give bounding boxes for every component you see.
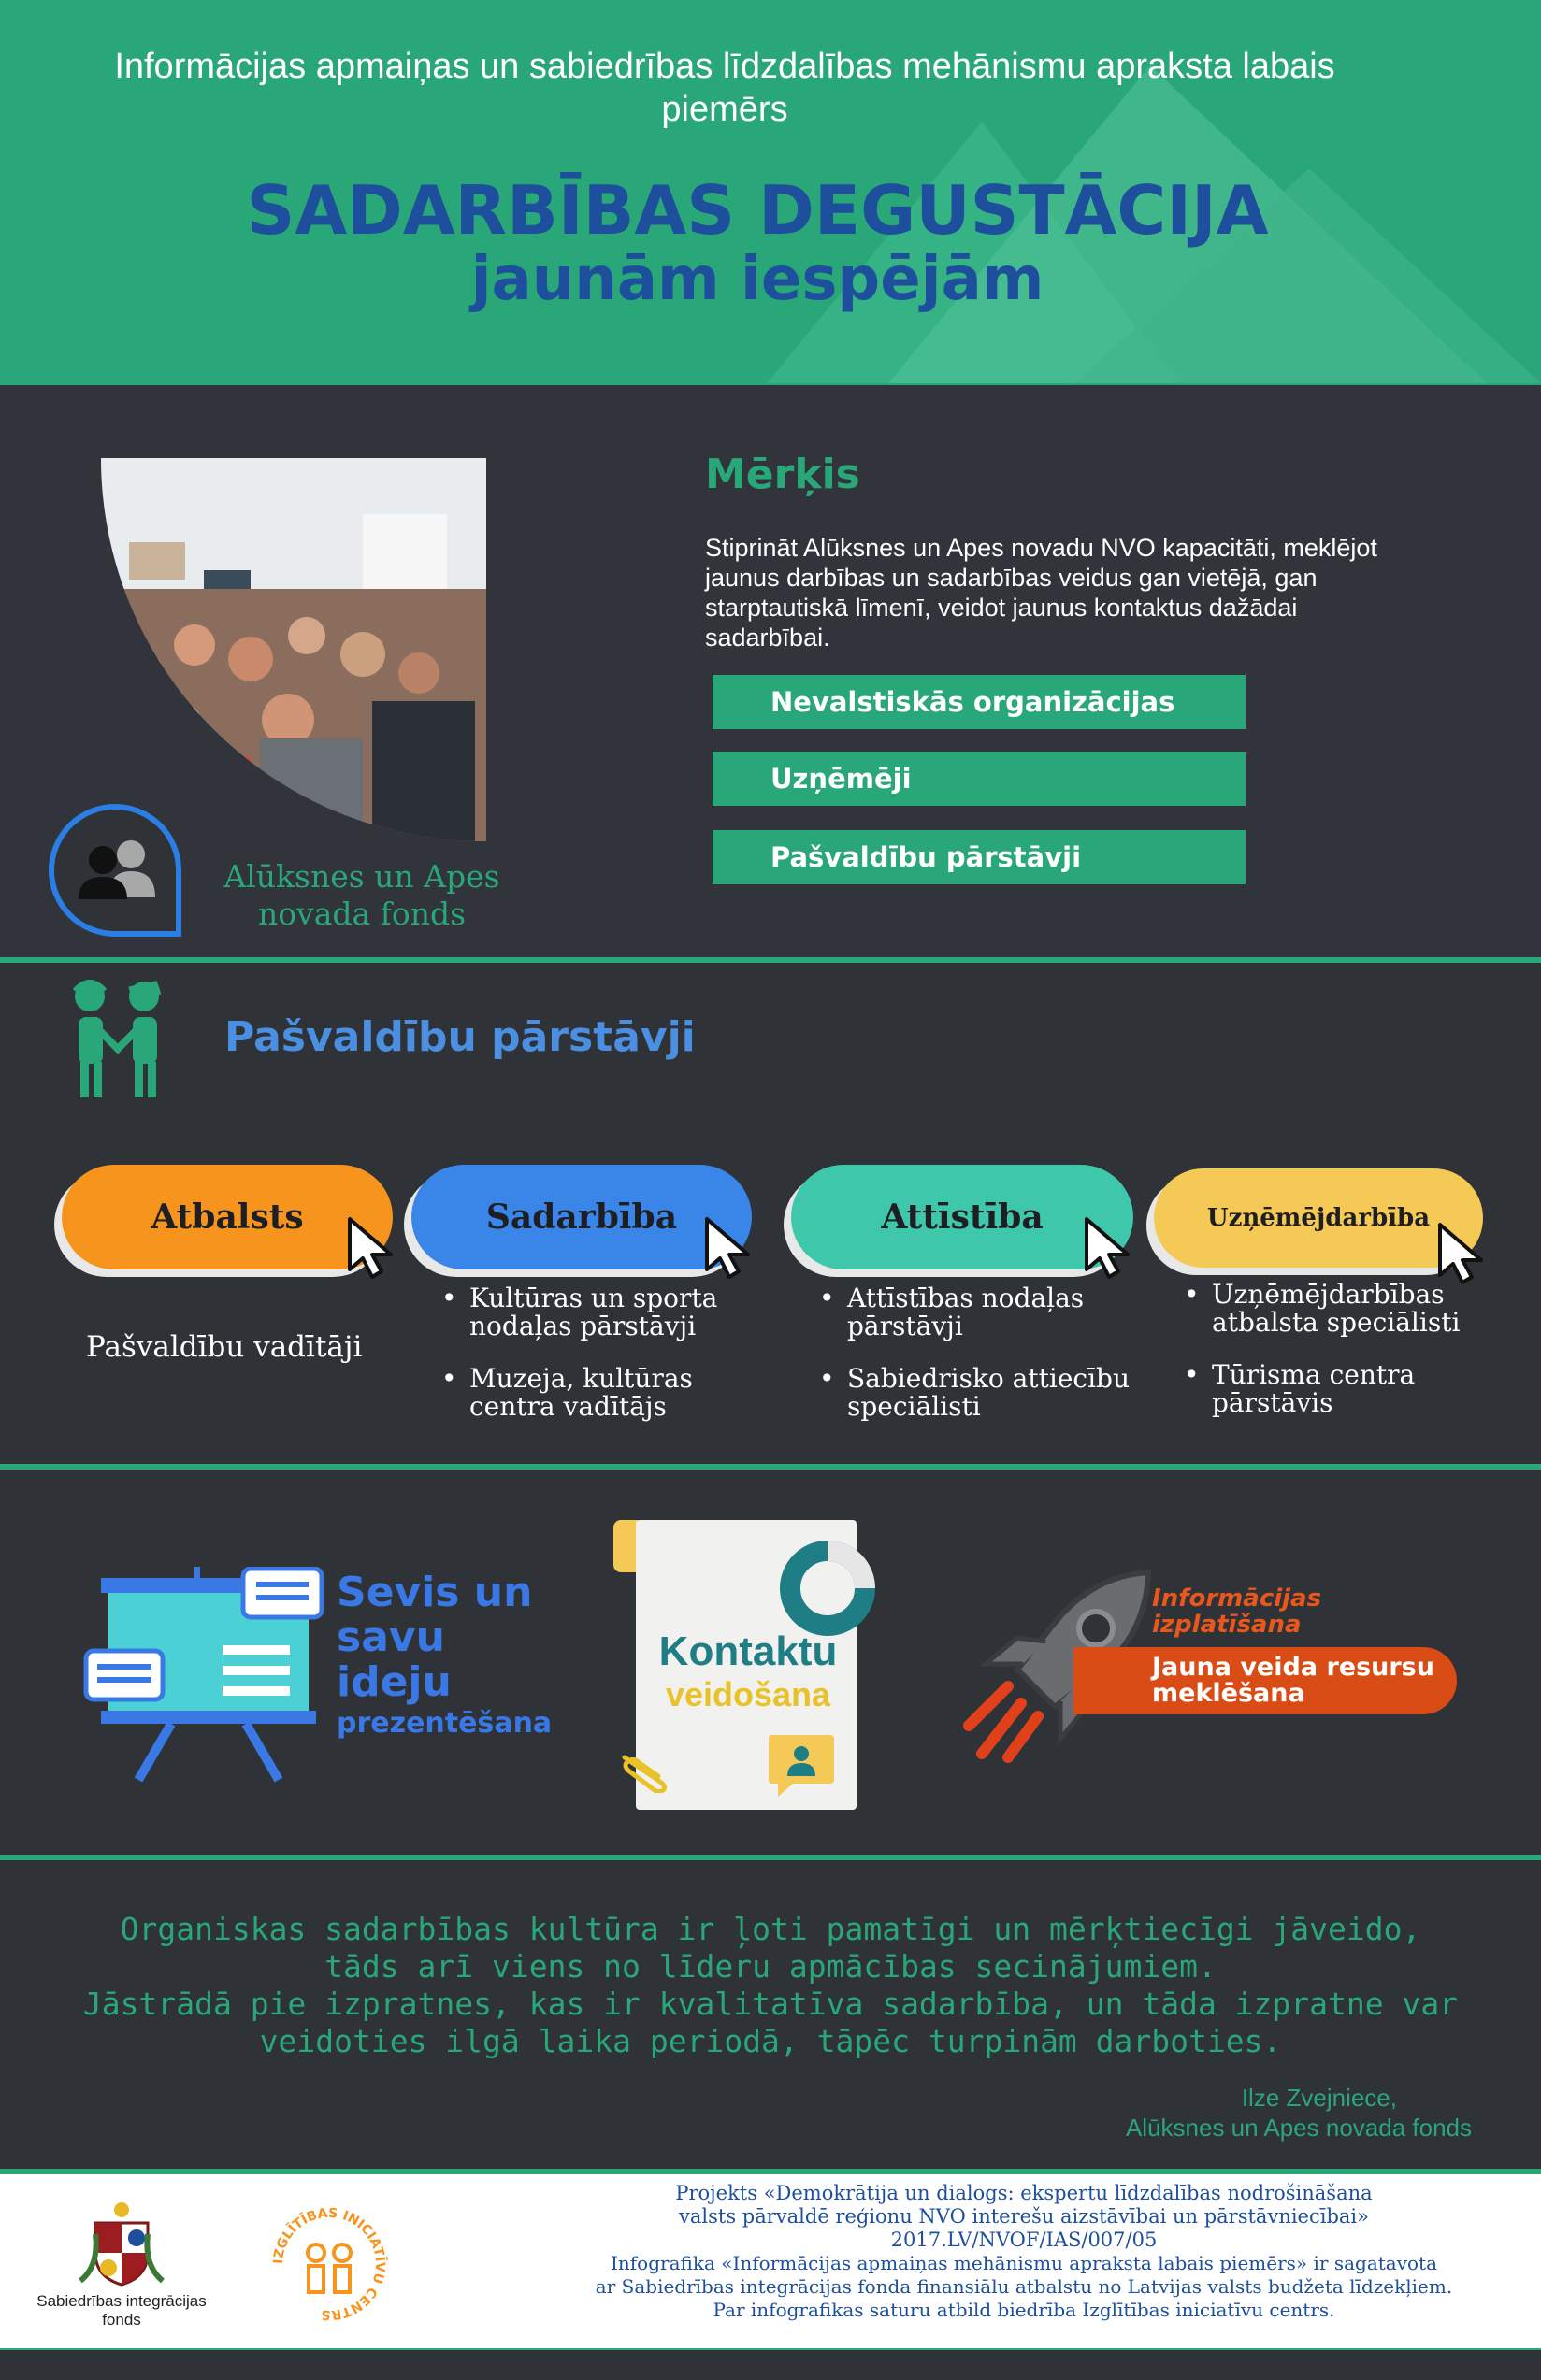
footer <box>0 2174 1541 2350</box>
pill-label: Attīstība <box>881 1197 1044 1237</box>
info-dissemination-title: Informācijas izplatīšana <box>1152 1584 1322 1639</box>
pill-atbalsts: Atbalsts <box>62 1165 393 1269</box>
cursor-icon <box>1438 1223 1483 1284</box>
latvia-coat-of-arms-icon <box>79 2202 165 2287</box>
document-fold <box>613 1520 638 1572</box>
pill-label: Sadarbība <box>485 1197 678 1237</box>
presentation-board-icon <box>83 1567 324 1783</box>
quote-line: tāds arī viens no līderu apmācības secin… <box>324 1948 1217 1985</box>
target-group-municipal: Pašvaldību pārstāvji <box>713 830 1246 884</box>
footer-project-text: Projekts «Demokrātija un dialogs: eksper… <box>542 2182 1505 2322</box>
list-item: Sabiedrisko attiecību speciālisti <box>819 1365 1137 1421</box>
header-banner: Informācijas apmaiņas un sabiedrības līd… <box>0 0 1541 383</box>
footer-line: valsts pārvaldē reģionu NVO interešu aiz… <box>679 2205 1369 2228</box>
people-icon <box>79 840 155 899</box>
municipal-section-title: Pašvaldību pārstāvji <box>224 1013 696 1061</box>
col2-list: Kultūras un sporta nodaļas pārstāvji Muz… <box>441 1284 778 1445</box>
iic-logo-icon: IZGLĪTĪBAS INICIATĪVU CENTRS <box>271 2206 389 2322</box>
presentation-line: savu <box>337 1613 445 1661</box>
resource-search-bar: Jauna veida resursu meklēšana <box>1073 1647 1457 1714</box>
quote-line: Jāstrādā pie izpratnes, kas ir kvalitatī… <box>82 1986 1459 2022</box>
target-group-ngo: Nevalstiskās organizācijas <box>713 675 1246 729</box>
pill-label: Uzņēmējdarbība <box>1206 1204 1431 1232</box>
list-item: Uzņēmējdarbības atbalsta speciālisti <box>1184 1281 1520 1337</box>
contacts-title: Kontaktu <box>658 1628 838 1674</box>
quote-author: Ilze Zvejniece, Alūksnes un Apes novada … <box>1029 2083 1472 2143</box>
donut-chart-icon <box>780 1541 875 1636</box>
main-title-line2: jaunām iespējām <box>470 245 1044 314</box>
presentation-line: ideju <box>337 1658 452 1706</box>
quote-line: veidoties ilgā laika periodā, tāpēc turp… <box>259 2023 1282 2059</box>
cursor-icon <box>1085 1217 1130 1279</box>
header-subtitle: Informācijas apmaiņas un sabiedrības līd… <box>114 47 1335 129</box>
list-item: Tūrisma centra pārstāvis <box>1184 1361 1520 1417</box>
svg-text:IZGLĪTĪBAS INICIATĪVU CENTRS: IZGLĪTĪBAS INICIATĪVU CENTRS <box>271 2206 389 2322</box>
iic-logo-text: IZGLĪTĪBAS INICIATĪVU CENTRS <box>271 2206 389 2322</box>
divider <box>0 2169 1541 2174</box>
list-item: Kultūras un sporta nodaļas pārstāvji <box>441 1284 778 1341</box>
col4-list: Uzņēmējdarbības atbalsta speciālisti Tūr… <box>1184 1281 1520 1441</box>
col3-list: Attīstības nodaļas pārstāvji Sabiedrisko… <box>819 1284 1137 1445</box>
author-name: Ilze Zvejniece, <box>1241 2084 1397 2112</box>
handshake-people-icon <box>72 980 162 1097</box>
goal-title: Mērķis <box>705 451 860 498</box>
footer-line: Infografika «Informācijas apmaiņas mehān… <box>610 2252 1437 2274</box>
presentation-line: Sevis un <box>337 1569 533 1616</box>
footer-line: Projekts «Demokrātija un dialogs: eksper… <box>675 2182 1373 2204</box>
quote-line: Organiskas sadarbības kultūra ir ļoti pa… <box>120 1911 1421 1947</box>
footer-line: 2017.LV/NVOF/IAS/007/05 <box>890 2229 1158 2251</box>
footer-line: Par infografikas saturu atbild biedrība … <box>713 2299 1335 2321</box>
divider <box>0 1855 1541 1860</box>
pill-label: Atbalsts <box>151 1197 304 1237</box>
presentation-heading: Sevis un savu ideju <box>337 1570 532 1705</box>
paperclip-icon <box>622 1755 668 1793</box>
mountains-decoration <box>767 65 1541 383</box>
pill-uznemejdarbiba: Uzņēmējdarbība <box>1154 1168 1483 1268</box>
list-item: Muzeja, kultūras centra vadītājs <box>441 1365 778 1421</box>
author-org: Alūksnes un Apes novada fonds <box>1125 2114 1472 2142</box>
main-title: SADARBĪBAS DEGUSTĀCIJA <box>246 171 1269 250</box>
target-group-entrepreneurs: Uzņēmēji <box>713 752 1246 806</box>
footer-line: ar Sabiedrības integrācijas fonda finans… <box>595 2275 1453 2298</box>
col1-text: Pašvaldību vadītāji <box>86 1330 363 1364</box>
divider <box>0 957 1541 963</box>
contact-card-icon <box>769 1735 834 1797</box>
divider <box>0 1464 1541 1470</box>
list-item: Attīstības nodaļas pārstāvji <box>819 1284 1137 1341</box>
cursor-icon <box>348 1217 393 1279</box>
footer-bottom-band <box>0 2350 1541 2380</box>
goal-text: Stiprināt Alūksnes un Apes novadu NVO ka… <box>705 534 1377 652</box>
sif-logo-label: Sabiedrības integrācijas fonds <box>36 2292 207 2329</box>
presentation-subheading: prezentēšana <box>337 1707 553 1740</box>
pill-attistiba: Attīstība <box>791 1165 1133 1269</box>
contacts-subtitle: veidošana <box>665 1675 831 1713</box>
cursor-icon <box>705 1217 750 1279</box>
fund-avatar-badge <box>49 804 181 937</box>
quote-text: Organiskas sadarbības kultūra ir ļoti pa… <box>37 1911 1504 2060</box>
fund-name: Alūksnes un Apes novada fonds <box>223 858 500 932</box>
pill-sadarbiba: Sadarbība <box>411 1165 752 1269</box>
